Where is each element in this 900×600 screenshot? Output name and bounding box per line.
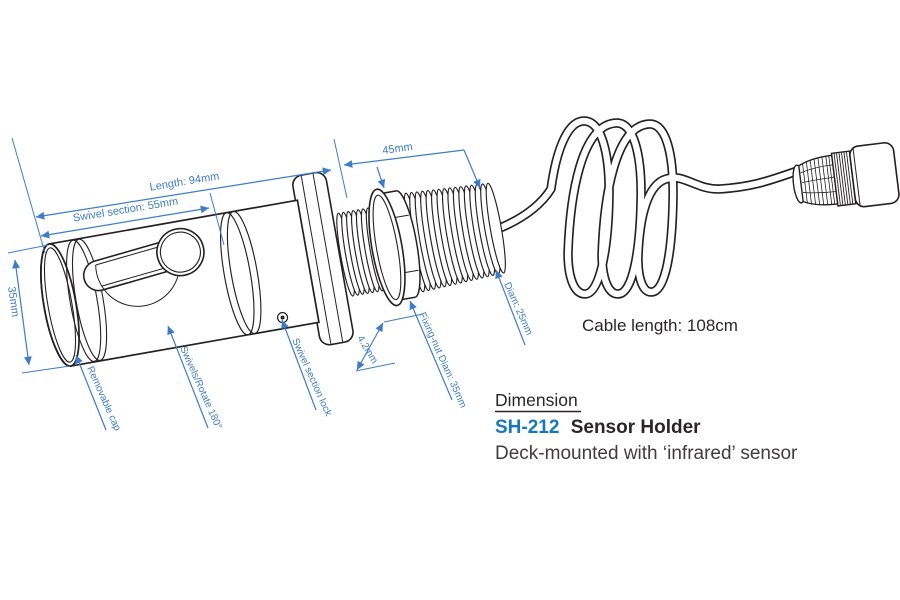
ext-cap-front xyxy=(11,137,46,254)
leader-swivel-lock xyxy=(281,319,317,411)
cable-connector xyxy=(792,142,900,208)
connector-body xyxy=(849,142,900,208)
label-swivel-rotate: Swivels/Rotate 180° xyxy=(177,345,223,431)
cable-length-note: Cable length: 108cm xyxy=(582,316,738,335)
ext-cap-bottom xyxy=(21,365,71,374)
dim-thread-45 xyxy=(343,149,465,168)
leader-swivel-rotate xyxy=(167,325,209,429)
label-fixing-nut: Fixing-nut Diam: 35mm xyxy=(416,311,468,410)
caption-block: Dimension SH-212 Sensor Holder Deck-moun… xyxy=(495,390,798,464)
rib-band-lines xyxy=(833,151,854,206)
label-swivel-section: Swivel section: 55mm xyxy=(72,196,179,225)
label-45mm: 45mm xyxy=(382,141,414,157)
caption-product: Sensor Holder xyxy=(571,417,701,438)
label-length: Length: 94mm xyxy=(149,170,220,193)
main-body xyxy=(40,199,320,367)
sensor-holder-device xyxy=(40,171,506,367)
ext-plate-low xyxy=(355,362,396,372)
ext-cap-top xyxy=(7,244,49,254)
dim-swivel-55 xyxy=(40,205,210,239)
caption-model: SH-212 xyxy=(495,417,559,438)
leader-fixing-nut xyxy=(409,300,453,401)
caption-title: SH-212 Sensor Holder xyxy=(495,417,701,438)
sensor-window-slot xyxy=(82,227,205,307)
removable-cap xyxy=(40,238,108,367)
connector-body-edge xyxy=(852,147,861,207)
caption-subtitle: Deck-mounted with ‘infrared’ sensor xyxy=(495,443,798,464)
label-42mm: 4.2mm xyxy=(354,334,379,366)
leader-removable-cap xyxy=(75,354,107,431)
dim-45-right-leader xyxy=(463,149,481,189)
label-35mm: 35mm xyxy=(5,286,21,318)
coiled-cable xyxy=(485,116,802,299)
label-swivel-lock: Swivel section lock xyxy=(289,337,334,419)
dimension-lines xyxy=(7,137,526,431)
knurl-grid xyxy=(800,155,837,206)
dim-diam-35 xyxy=(12,259,32,366)
caption-heading: Dimension xyxy=(495,390,578,410)
dim-45-left-leader xyxy=(376,166,386,189)
dim-plate-42 xyxy=(356,322,384,371)
fixing-nut-ring xyxy=(368,188,406,307)
label-thread-diam: Diam: 25mm xyxy=(501,281,534,337)
ext-flange xyxy=(333,138,348,199)
leader-thread-diam xyxy=(495,269,526,346)
lock-screw xyxy=(276,311,289,324)
